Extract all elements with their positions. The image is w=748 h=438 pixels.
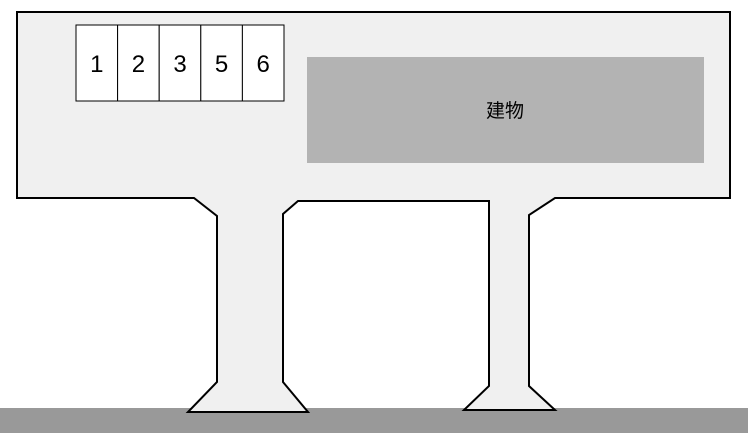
parking-slot xyxy=(75,24,119,102)
parking-slot xyxy=(241,24,285,102)
road xyxy=(0,408,748,433)
parking-slot-number: 5 xyxy=(215,51,228,78)
parking-slot-number: 1 xyxy=(90,51,103,78)
parking-slot xyxy=(200,24,243,102)
parking-slot-number: 2 xyxy=(132,51,145,78)
parking-slot xyxy=(158,24,202,102)
building-label: 建物 xyxy=(486,100,524,122)
parking-slot-number: 3 xyxy=(173,51,186,78)
parking-slots: 1 2 3 5 6 xyxy=(75,24,285,102)
parking-slot-number: 6 xyxy=(257,51,270,78)
building xyxy=(307,57,704,163)
